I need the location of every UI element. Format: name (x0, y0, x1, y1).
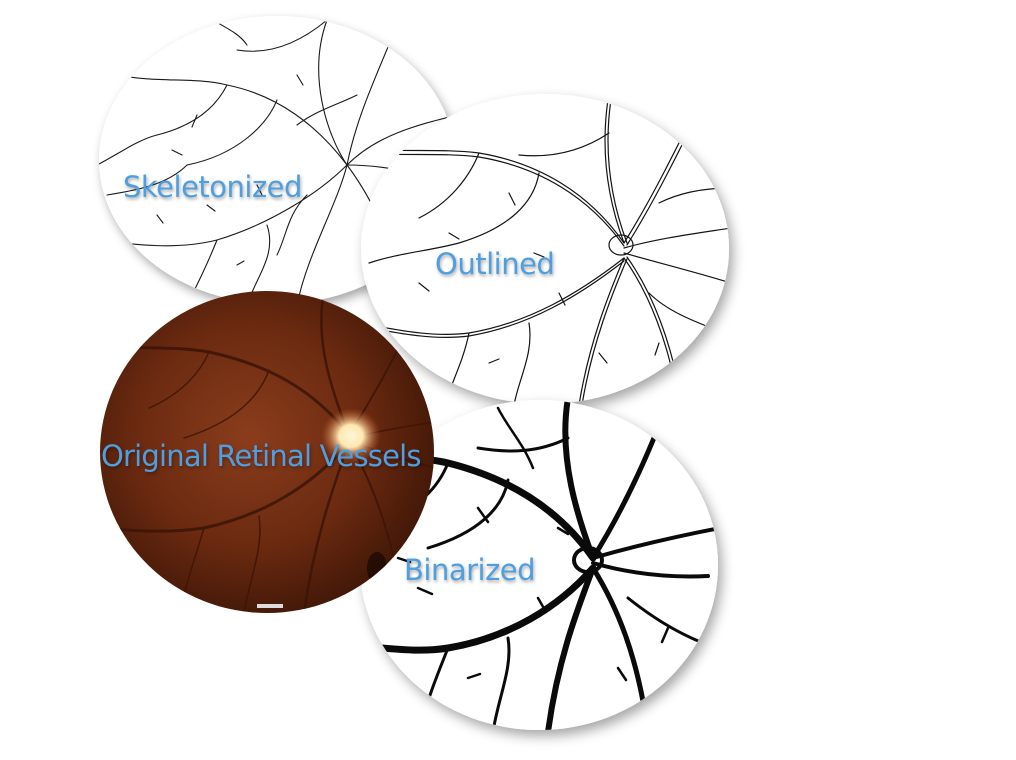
outlined-label: Outlined (435, 247, 555, 281)
original-panel: Original Retinal Vessels (99, 290, 435, 614)
binarized-label: Binarized (404, 553, 536, 587)
outlined-panel: Outlined (359, 93, 731, 405)
original-label: Original Retinal Vessels (101, 439, 422, 473)
skeletonized-label: Skeletonized (123, 170, 302, 204)
outlined-vessel-image (361, 94, 729, 404)
fundus-photo (100, 291, 434, 613)
